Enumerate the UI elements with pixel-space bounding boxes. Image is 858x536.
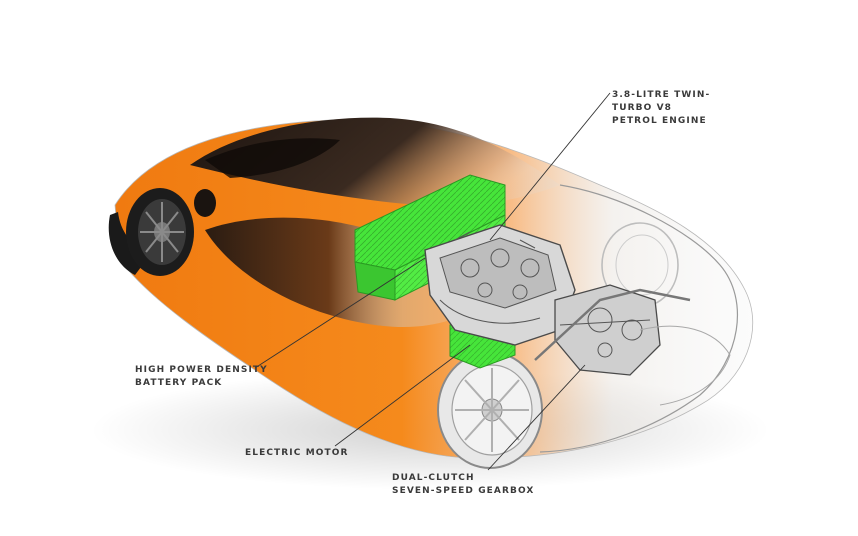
leader-line-engine (489, 92, 611, 241)
battery-label-line1: HIGH POWER DENSITY (135, 365, 268, 375)
rear-bodywork-outline (539, 184, 739, 453)
front-wheel (126, 188, 194, 276)
engine-label-line3: PETROL ENGINE (612, 116, 707, 126)
leader-line-battery (254, 257, 426, 369)
battery-label: HIGH POWER DENSITY BATTERY PACK (135, 364, 268, 390)
gearbox-label-line1: DUAL-CLUTCH (392, 473, 475, 483)
side-mirror (194, 189, 216, 217)
gearbox (534, 284, 691, 376)
engine-label-line1: 3.8-LITRE TWIN- (612, 90, 711, 100)
engine-label-line2: TURBO V8 (612, 103, 673, 113)
leader-line-gearbox (487, 364, 586, 471)
engine-label: 3.8-LITRE TWIN- TURBO V8 PETROL ENGINE (612, 89, 710, 128)
rear-wheel (437, 351, 543, 469)
v8-engine (424, 224, 576, 346)
motor-label-line1: ELECTRIC MOTOR (245, 448, 349, 458)
drive-shaft (534, 288, 691, 361)
gearbox-label-line2: SEVEN-SPEED GEARBOX (392, 486, 535, 496)
leader-line-motor (334, 344, 471, 447)
rear-diffuser-outline (639, 325, 731, 406)
windshield (205, 138, 340, 178)
motor-label: ELECTRIC MOTOR (245, 447, 349, 460)
battery-label-line2: BATTERY PACK (135, 378, 223, 388)
gearbox-label: DUAL-CLUTCH SEVEN-SPEED GEARBOX (392, 472, 534, 498)
